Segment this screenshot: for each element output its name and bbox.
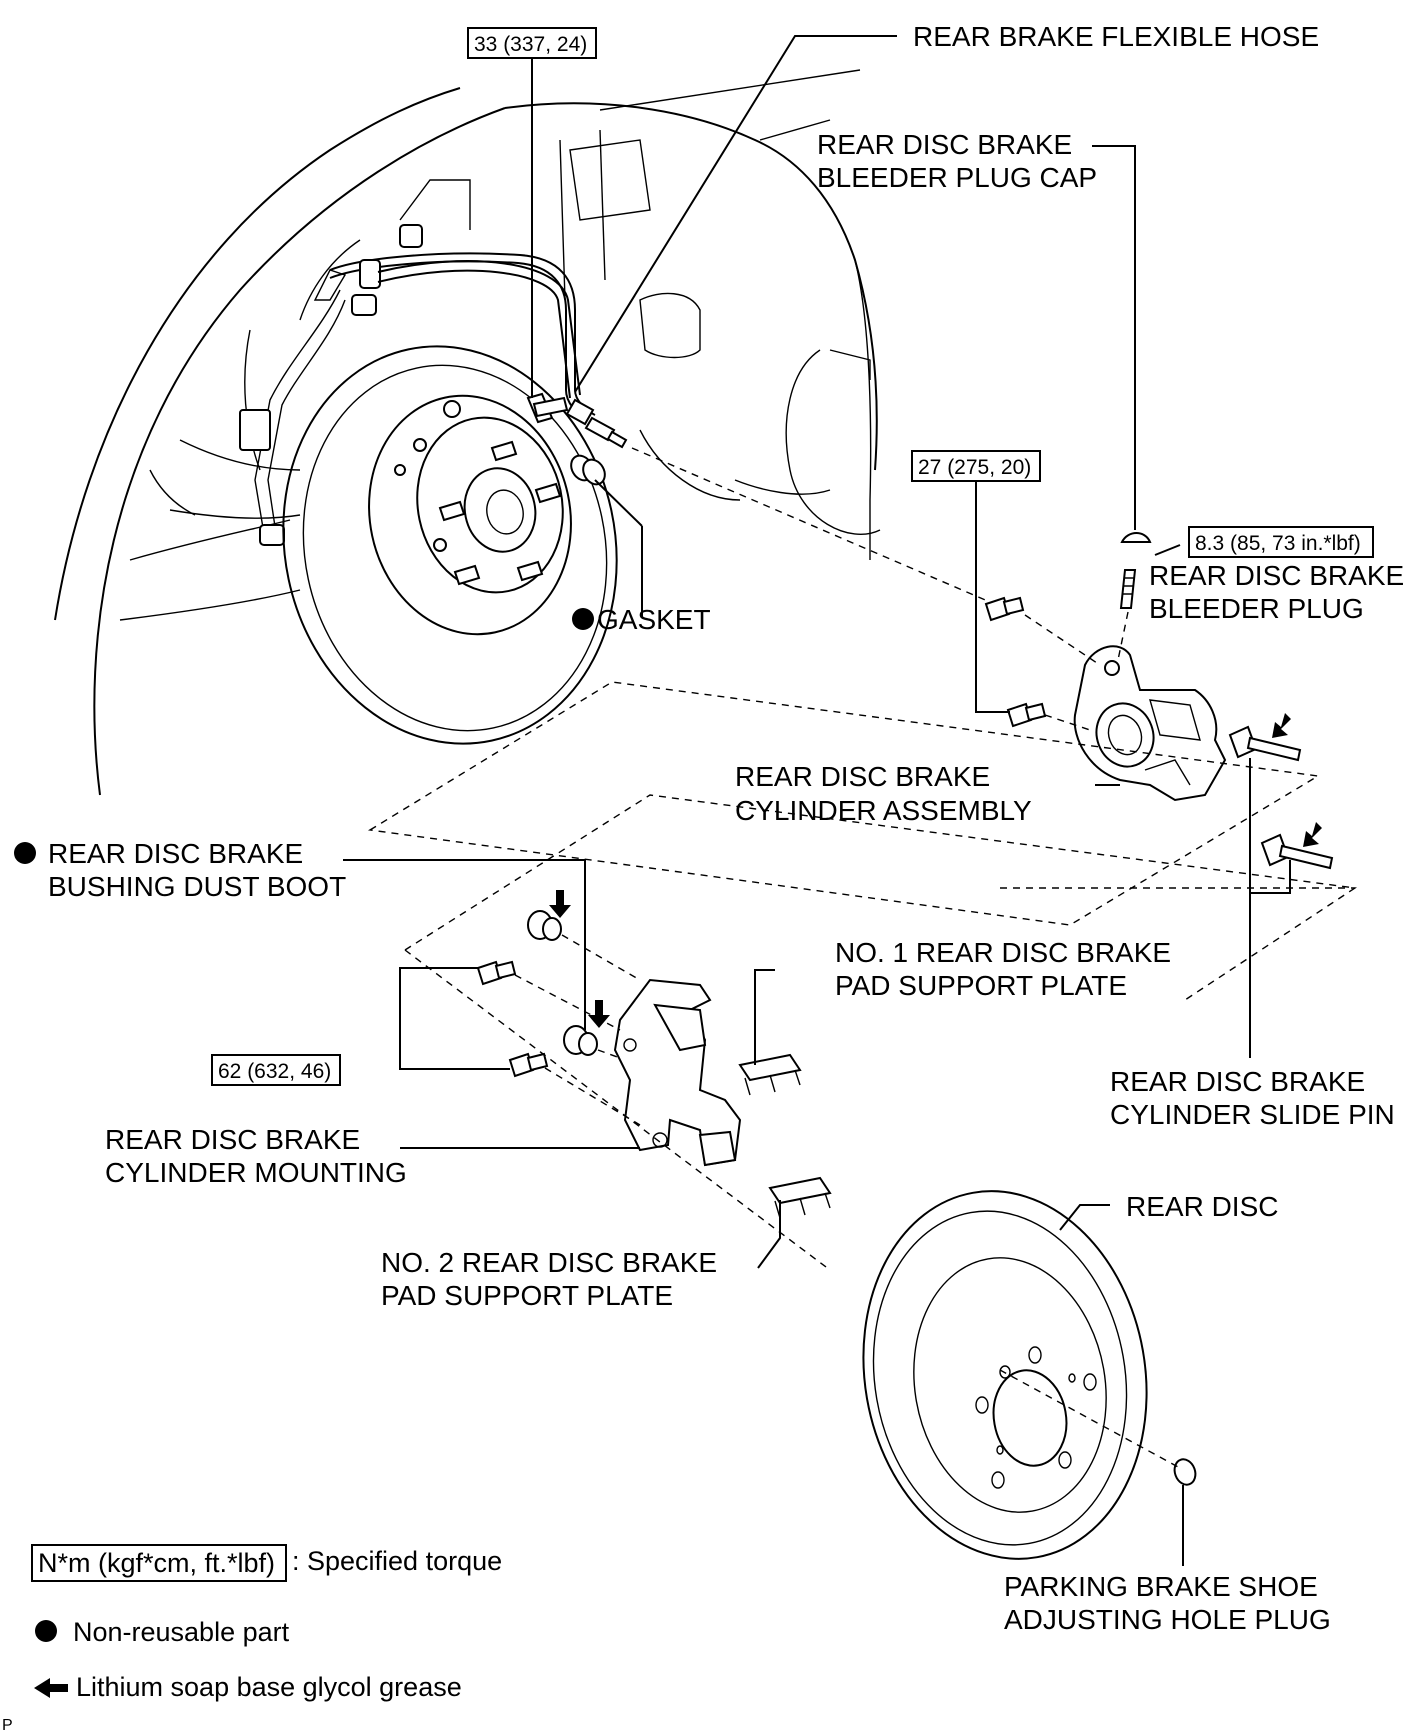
label-gasket: GASKET xyxy=(597,604,711,635)
legend-torque-box-text: N*m (kgf*cm, ft.*lbf) xyxy=(38,1548,275,1578)
torque-spec-hose: 33 (337, 24) xyxy=(467,27,597,59)
torque-value: 62 (632, 46) xyxy=(218,1060,331,1083)
bleeder-plug-part xyxy=(1119,569,1137,609)
dust-boot-part xyxy=(527,910,562,941)
adjusting-hole-plug-part xyxy=(1173,1458,1197,1486)
slide-pin-part xyxy=(1228,725,1302,762)
label-rear-disc: REAR DISC xyxy=(1126,1191,1278,1222)
legend-grease-text: Lithium soap base glycol grease xyxy=(76,1672,462,1702)
label-pad-support-1-line1: NO. 1 REAR DISC BRAKE xyxy=(835,937,1171,968)
label-dust-boot-line2: BUSHING DUST BOOT xyxy=(48,871,346,902)
label-pad-support-2-line2: PAD SUPPORT PLATE xyxy=(381,1280,673,1311)
label-bleeder-cap-line2: BLEEDER PLUG CAP xyxy=(817,162,1097,193)
mounting-bolt xyxy=(508,1052,549,1078)
assembly-dashed-lines xyxy=(367,447,1357,1469)
torque-spec-mounting: 62 (632, 46) xyxy=(211,1054,341,1086)
leader-lines xyxy=(343,35,1291,1566)
cylinder-bolt xyxy=(1006,702,1047,728)
legend-torque-text: : Specified torque xyxy=(292,1546,502,1576)
wheel-housing-drawing xyxy=(54,69,881,796)
label-mounting-line2: CYLINDER MOUNTING xyxy=(105,1157,407,1188)
filled-circle-icon xyxy=(35,1620,57,1642)
label-cylinder-assembly-line2: CYLINDER ASSEMBLY xyxy=(735,795,1032,826)
torque-value: 27 (275, 20) xyxy=(918,456,1031,479)
legend-grease: Lithium soap base glycol grease xyxy=(34,1672,462,1702)
dust-boot-part xyxy=(563,1025,598,1056)
label-mounting-line1: REAR DISC BRAKE xyxy=(105,1124,360,1155)
gasket-part xyxy=(570,454,606,486)
label-slide-pin-line2: CYLINDER SLIDE PIN xyxy=(1110,1099,1395,1130)
label-bleeder-cap-line1: REAR DISC BRAKE xyxy=(817,129,1072,160)
pad-support-plate-1 xyxy=(738,1053,802,1096)
torque-value: 33 (337, 24) xyxy=(474,33,587,56)
down-arrow-icon xyxy=(1303,822,1322,847)
hub-assembly-drawing xyxy=(282,260,628,745)
torque-spec-cylinder: 27 (275, 20) xyxy=(911,450,1041,482)
label-adjusting-plug-line2: ADJUSTING HOLE PLUG xyxy=(1004,1604,1331,1635)
label-bleeder-plug-line2: BLEEDER PLUG xyxy=(1149,593,1364,624)
label-cylinder-assembly-line1: REAR DISC BRAKE xyxy=(735,761,990,792)
label-dust-boot-line1: REAR DISC BRAKE xyxy=(48,838,303,869)
filled-circle-icon xyxy=(14,842,36,864)
bleeder-cap-part xyxy=(1120,532,1152,543)
cylinder-bolt xyxy=(984,596,1025,622)
label-pad-support-1-line2: PAD SUPPORT PLATE xyxy=(835,970,1127,1001)
filled-circle-icon xyxy=(572,608,594,630)
down-arrow-icon xyxy=(549,890,571,918)
legend: N*m (kgf*cm, ft.*lbf) : Specified torque… xyxy=(31,1544,502,1702)
left-arrow-icon xyxy=(34,1678,68,1698)
legend-nonreusable-text: Non-reusable part xyxy=(73,1617,290,1647)
slide-pin-part xyxy=(1260,833,1334,870)
rear-disc-drawing xyxy=(862,1190,1197,1560)
cylinder-assembly-drawing xyxy=(984,532,1334,870)
corner-mark: P xyxy=(2,1717,13,1734)
label-flexible-hose: REAR BRAKE FLEXIBLE HOSE xyxy=(913,21,1319,52)
label-slide-pin-line1: REAR DISC BRAKE xyxy=(1110,1066,1365,1097)
torque-spec-bleeder: 8.3 (85, 73 in.*lbf) xyxy=(1188,526,1374,558)
label-pad-support-2-line1: NO. 2 REAR DISC BRAKE xyxy=(381,1247,717,1278)
cylinder-mounting-drawing xyxy=(476,910,832,1219)
mounting-bolt xyxy=(476,960,517,986)
label-adjusting-plug-line1: PARKING BRAKE SHOE xyxy=(1004,1571,1318,1602)
down-arrow-icon xyxy=(1272,713,1291,738)
legend-torque: N*m (kgf*cm, ft.*lbf) : Specified torque xyxy=(31,1544,502,1582)
hub-bolt xyxy=(438,440,562,586)
hose-union-bolt xyxy=(526,392,569,424)
label-bleeder-plug-line1: REAR DISC BRAKE xyxy=(1149,560,1404,591)
torque-value: 8.3 (85, 73 in.*lbf) xyxy=(1195,532,1361,555)
flexible-hose-fitting xyxy=(565,398,628,449)
legend-nonreusable: Non-reusable part xyxy=(35,1617,290,1647)
down-arrow-icon xyxy=(588,1000,610,1028)
